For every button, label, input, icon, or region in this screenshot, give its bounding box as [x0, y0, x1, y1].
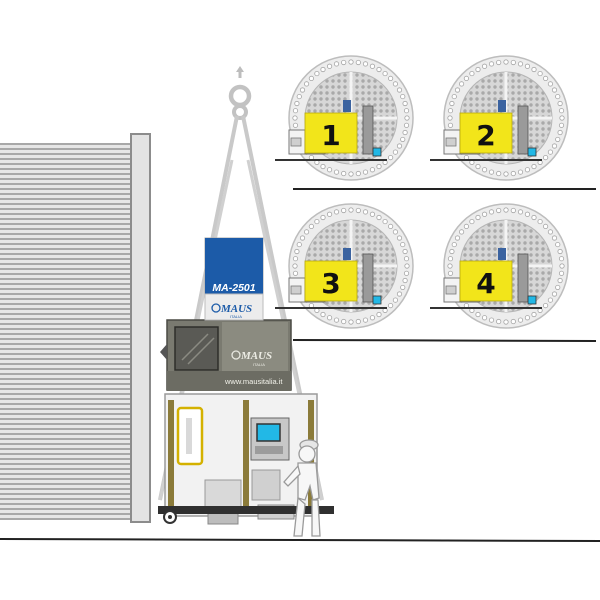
configuration-number: 4	[476, 267, 495, 300]
rolling-shutter-wall	[0, 133, 151, 523]
configuration-badge	[459, 260, 513, 302]
floor-line	[0, 538, 600, 542]
configuration-number: 3	[321, 267, 340, 300]
head-brand-sub-label: ITALIA	[230, 314, 242, 319]
configuration-3: 3	[275, 203, 414, 329]
configuration-disks: 1 2 3 4	[275, 55, 569, 329]
cabin-window	[174, 326, 219, 371]
configuration-2: 2	[430, 55, 569, 181]
operator-figure	[283, 439, 321, 537]
configuration-number: 1	[321, 119, 340, 152]
configuration-4: 4	[430, 203, 569, 329]
cabin-brand-label: MAUS	[240, 350, 272, 362]
arrow-up-icon	[236, 66, 244, 78]
configuration-1: 1	[275, 55, 414, 181]
configuration-number: 2	[476, 119, 495, 152]
machine-head: MA-2501 MAUS ITALIA	[204, 237, 264, 321]
configuration-badge	[459, 112, 513, 154]
configuration-badge	[304, 260, 358, 302]
machine-cabin: MAUS ITALIA www.mausitalia.it	[160, 319, 292, 391]
model-label: MA-2501	[212, 282, 255, 294]
cabin-brand-sub-label: ITALIA	[253, 362, 265, 367]
configuration-badge	[304, 112, 358, 154]
connector-bottom	[292, 339, 597, 342]
control-screen	[256, 423, 281, 442]
head-brand-label: MAUS	[220, 303, 252, 315]
website-label: www.mausitalia.it	[224, 377, 283, 386]
